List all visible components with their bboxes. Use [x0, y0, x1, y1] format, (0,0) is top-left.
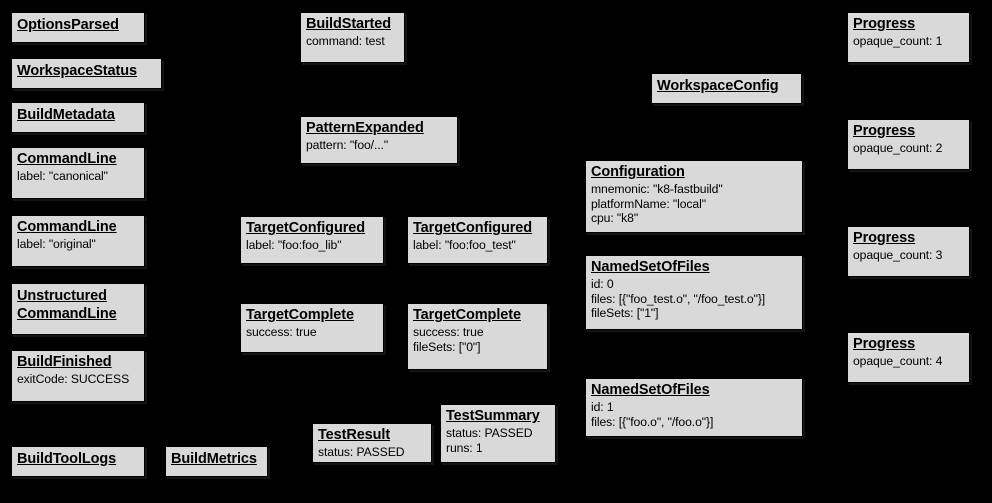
event-node-options-parsed[interactable]: OptionsParsed [11, 12, 145, 43]
event-node-title: TestResult [318, 427, 391, 443]
event-node-progress-3[interactable]: Progress opaque_count: 3 [847, 226, 970, 277]
event-node-fields: mnemonic: "k8-fastbuild"platformName: "l… [591, 182, 797, 225]
event-node-field: opaque_count: 4 [853, 354, 943, 369]
event-node-fields: pattern: "foo/..." [306, 138, 452, 152]
event-node-field: opaque_count: 3 [853, 248, 943, 263]
event-node-field: cpu: "k8" [591, 210, 639, 225]
event-node-test-result[interactable]: TestResult status: PASSED [312, 423, 432, 463]
event-node-field: platformName: "local" [591, 196, 706, 211]
event-node-field: id: 0 [591, 277, 614, 292]
event-node-title: PatternExpanded [306, 120, 424, 136]
event-node-build-tool-logs[interactable]: BuildToolLogs [11, 446, 145, 477]
event-node-fields: opaque_count: 3 [853, 248, 964, 262]
event-node-title: TargetConfigured [246, 220, 365, 236]
event-node-title: Progress [853, 336, 916, 352]
event-node-field: success: true [246, 325, 317, 340]
event-node-fields: label: "foo:foo_test" [413, 238, 542, 252]
event-node-target-complete-lib[interactable]: TargetComplete success: true [240, 303, 384, 353]
event-node-progress-2[interactable]: Progress opaque_count: 2 [847, 119, 970, 170]
event-node-progress-4[interactable]: Progress opaque_count: 4 [847, 332, 970, 383]
event-node-field: label: "canonical" [17, 169, 108, 184]
event-node-fields: command: test [306, 34, 399, 48]
event-node-title: BuildMetadata [17, 107, 115, 123]
event-node-title: BuildFinished [17, 354, 112, 370]
event-node-field: status: PASSED [446, 426, 533, 441]
event-node-fields: label: "original" [17, 237, 139, 251]
event-node-field: pattern: "foo/..." [306, 138, 389, 153]
event-node-target-configured-foo-lib[interactable]: TargetConfigured label: "foo:foo_lib" [240, 216, 384, 264]
event-node-title: TargetConfigured [413, 220, 532, 236]
event-node-workspace-status[interactable]: WorkspaceStatus [11, 58, 162, 89]
event-node-title: WorkspaceConfig [657, 78, 779, 94]
event-node-field: success: true [413, 325, 484, 340]
event-node-field: label: "foo:foo_test" [413, 238, 516, 253]
event-node-pattern-expanded[interactable]: PatternExpanded pattern: "foo/..." [300, 116, 458, 164]
event-node-title: CommandLine [17, 219, 117, 235]
event-node-fields: status: PASSED [318, 445, 426, 459]
event-node-build-started[interactable]: BuildStarted command: test [300, 12, 405, 63]
event-node-workspace-config[interactable]: WorkspaceConfig [651, 73, 802, 104]
event-node-fields: exitCode: SUCCESS [17, 372, 139, 386]
event-node-field: fileSets: ["1"] [591, 305, 659, 320]
event-node-title: BuildStarted [306, 16, 392, 32]
event-node-field: files: [{"foo.o", "/foo.o"}] [591, 414, 714, 429]
event-node-unstructured-command-line[interactable]: Unstructured CommandLine [11, 283, 145, 335]
event-node-title: NamedSetOfFiles [591, 259, 710, 275]
event-node-title: BuildToolLogs [17, 451, 117, 467]
event-node-title: CommandLine [17, 151, 117, 167]
event-node-field: fileSets: ["0"] [413, 339, 481, 354]
event-node-fields: success: true [246, 325, 378, 339]
event-node-title: OptionsParsed [17, 17, 119, 33]
event-node-field: opaque_count: 2 [853, 141, 943, 156]
event-node-build-metadata[interactable]: BuildMetadata [11, 102, 145, 133]
event-node-title: Unstructured CommandLine [17, 288, 117, 323]
event-node-command-line-canonical[interactable]: CommandLine label: "canonical" [11, 147, 145, 199]
event-node-title: NamedSetOfFiles [591, 382, 710, 398]
event-node-configuration[interactable]: Configuration mnemonic: "k8-fastbuild"pla… [585, 160, 803, 233]
event-node-fields: label: "canonical" [17, 169, 139, 183]
event-node-field: command: test [306, 34, 385, 49]
event-node-title: WorkspaceStatus [17, 63, 137, 79]
event-node-target-configured-foo-test[interactable]: TargetConfigured label: "foo:foo_test" [407, 216, 548, 264]
event-node-title: TargetComplete [413, 307, 521, 323]
event-node-title: TargetComplete [246, 307, 354, 323]
event-node-title: BuildMetrics [171, 451, 257, 467]
event-node-field: status: PASSED [318, 445, 405, 460]
event-node-field: label: "original" [17, 237, 96, 252]
event-node-fields: opaque_count: 4 [853, 354, 964, 368]
event-node-field: mnemonic: "k8-fastbuild" [591, 182, 723, 197]
event-node-field: label: "foo:foo_lib" [246, 238, 342, 253]
event-node-field: exitCode: SUCCESS [17, 372, 130, 387]
event-node-title: TestSummary [446, 408, 540, 424]
event-node-fields: label: "foo:foo_lib" [246, 238, 378, 252]
event-node-title: Configuration [591, 164, 685, 180]
event-node-fields: opaque_count: 1 [853, 34, 964, 48]
event-node-field: files: [{"foo_test.o", "/foo_test.o"}] [591, 291, 766, 306]
event-node-field: id: 1 [591, 400, 614, 415]
event-node-title: Progress [853, 16, 916, 32]
event-node-build-metrics[interactable]: BuildMetrics [165, 446, 268, 477]
event-node-title: Progress [853, 230, 916, 246]
event-node-title: Progress [853, 123, 916, 139]
event-node-progress-1[interactable]: Progress opaque_count: 1 [847, 12, 970, 63]
event-node-command-line-original[interactable]: CommandLine label: "original" [11, 215, 145, 267]
event-node-field: opaque_count: 1 [853, 34, 943, 49]
event-node-field: runs: 1 [446, 440, 483, 455]
event-node-fields: opaque_count: 2 [853, 141, 964, 155]
event-node-build-finished[interactable]: BuildFinished exitCode: SUCCESS [11, 350, 145, 402]
